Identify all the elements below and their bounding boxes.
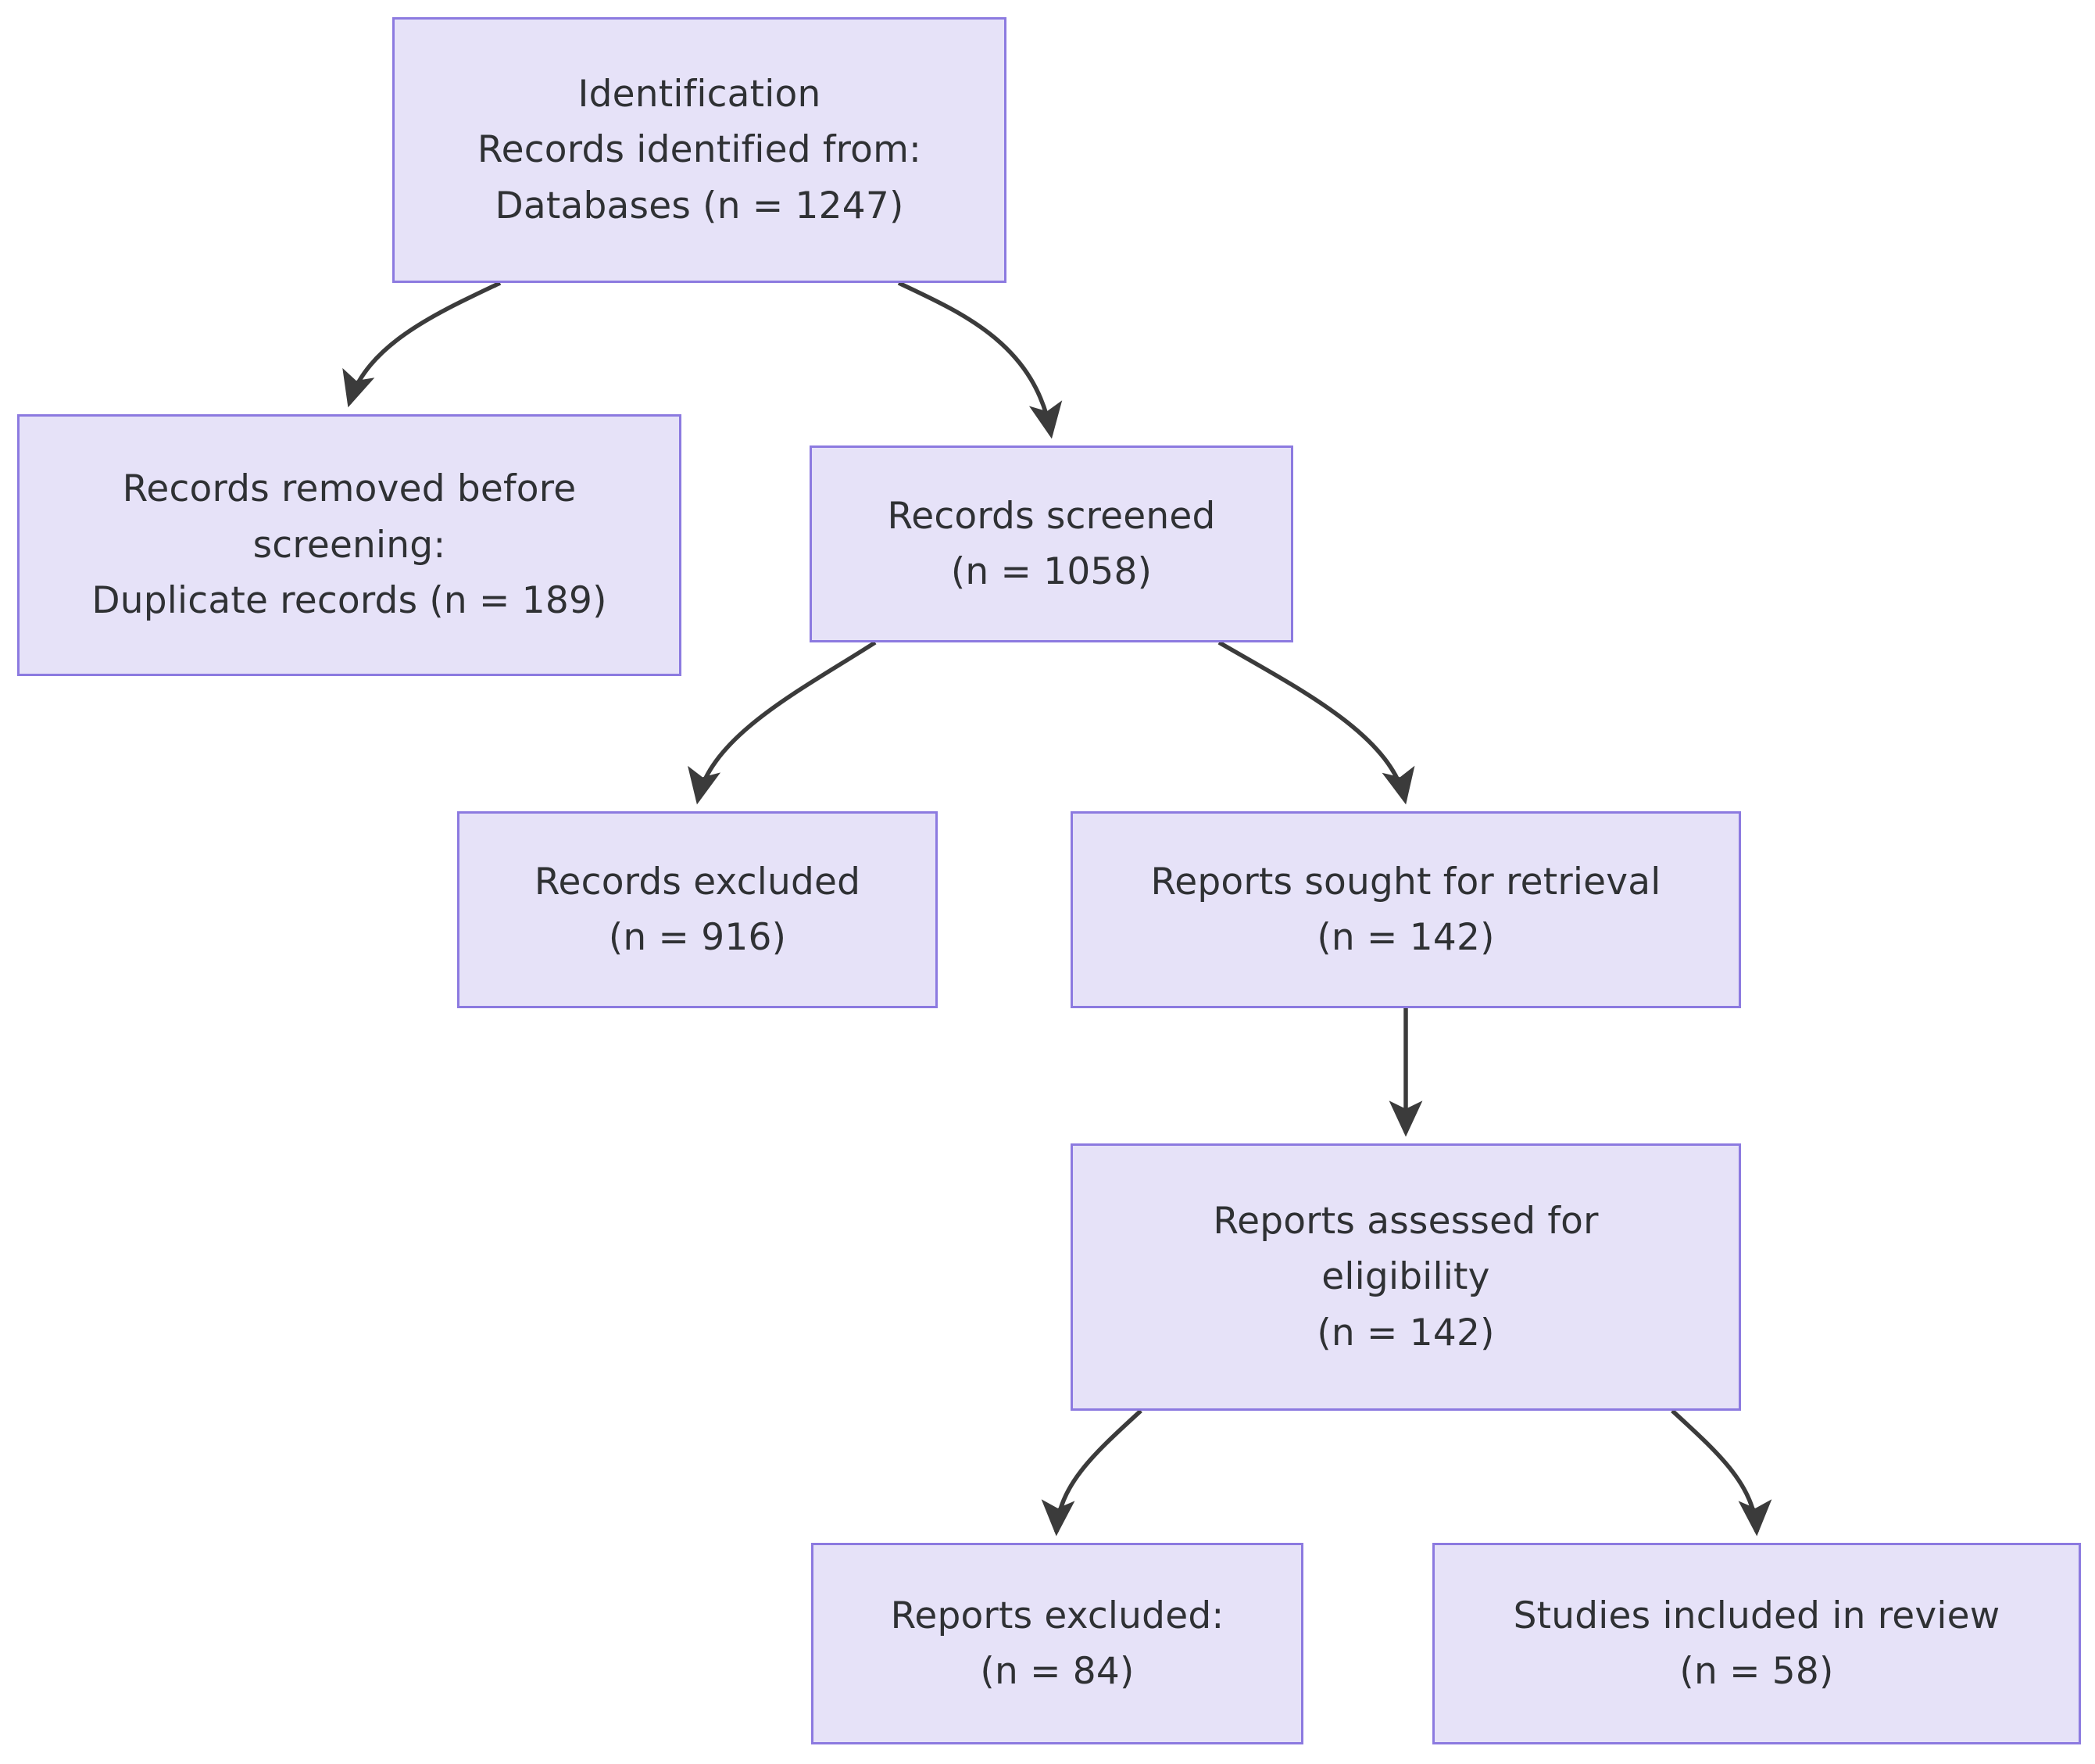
node-removed-line-2: screening: bbox=[252, 523, 446, 567]
node-studies-included-line-1: Studies included in review bbox=[1513, 1594, 2000, 1637]
node-reports-sought-line-1: Reports sought for retrieval bbox=[1150, 860, 1661, 903]
node-reports-assessed-line-2: eligibility bbox=[1321, 1255, 1490, 1299]
node-reports-sought-line-2: (n = 142) bbox=[1317, 916, 1495, 959]
node-identification[interactable]: Identification Records identified from: … bbox=[392, 17, 1006, 283]
node-reports-assessed-line-1: Reports assessed for bbox=[1213, 1199, 1599, 1243]
node-reports-sought[interactable]: Reports sought for retrieval (n = 142) bbox=[1071, 811, 1741, 1008]
node-reports-assessed[interactable]: Reports assessed for eligibility (n = 14… bbox=[1071, 1143, 1741, 1411]
edge-identification-to-screened bbox=[897, 281, 1063, 439]
node-removed-line-3: Duplicate records (n = 189) bbox=[91, 579, 607, 623]
node-identification-line-1: Identification bbox=[577, 72, 821, 116]
node-records-excluded-line-2: (n = 916) bbox=[608, 916, 787, 959]
node-records-screened[interactable]: Records screened (n = 1058) bbox=[810, 445, 1293, 642]
node-removed-before-screening[interactable]: Records removed before screening: Duplic… bbox=[17, 414, 681, 676]
node-removed-line-1: Records removed before bbox=[122, 467, 577, 511]
node-records-screened-line-2: (n = 1058) bbox=[950, 550, 1153, 593]
edge-screened-to-excluded bbox=[688, 640, 877, 805]
edge-screened-to-sought bbox=[1217, 640, 1415, 805]
node-identification-line-3: Databases (n = 1247) bbox=[495, 184, 904, 227]
edge-assessed-to-included bbox=[1671, 1408, 1772, 1537]
node-reports-excluded[interactable]: Reports excluded: (n = 84) bbox=[811, 1543, 1303, 1744]
edge-assessed-to-excluded bbox=[1041, 1408, 1142, 1537]
edge-identification-to-removed bbox=[342, 281, 502, 408]
node-reports-excluded-line-1: Reports excluded: bbox=[890, 1594, 1224, 1637]
node-records-excluded[interactable]: Records excluded (n = 916) bbox=[457, 811, 938, 1008]
node-reports-excluded-line-2: (n = 84) bbox=[980, 1650, 1135, 1693]
node-records-excluded-line-1: Records excluded bbox=[534, 860, 861, 903]
node-reports-assessed-line-3: (n = 142) bbox=[1317, 1311, 1495, 1354]
node-studies-included[interactable]: Studies included in review (n = 58) bbox=[1432, 1543, 2081, 1744]
node-records-screened-line-1: Records screened bbox=[887, 494, 1216, 538]
node-studies-included-line-2: (n = 58) bbox=[1679, 1650, 1834, 1693]
node-identification-line-2: Records identified from: bbox=[477, 128, 922, 172]
